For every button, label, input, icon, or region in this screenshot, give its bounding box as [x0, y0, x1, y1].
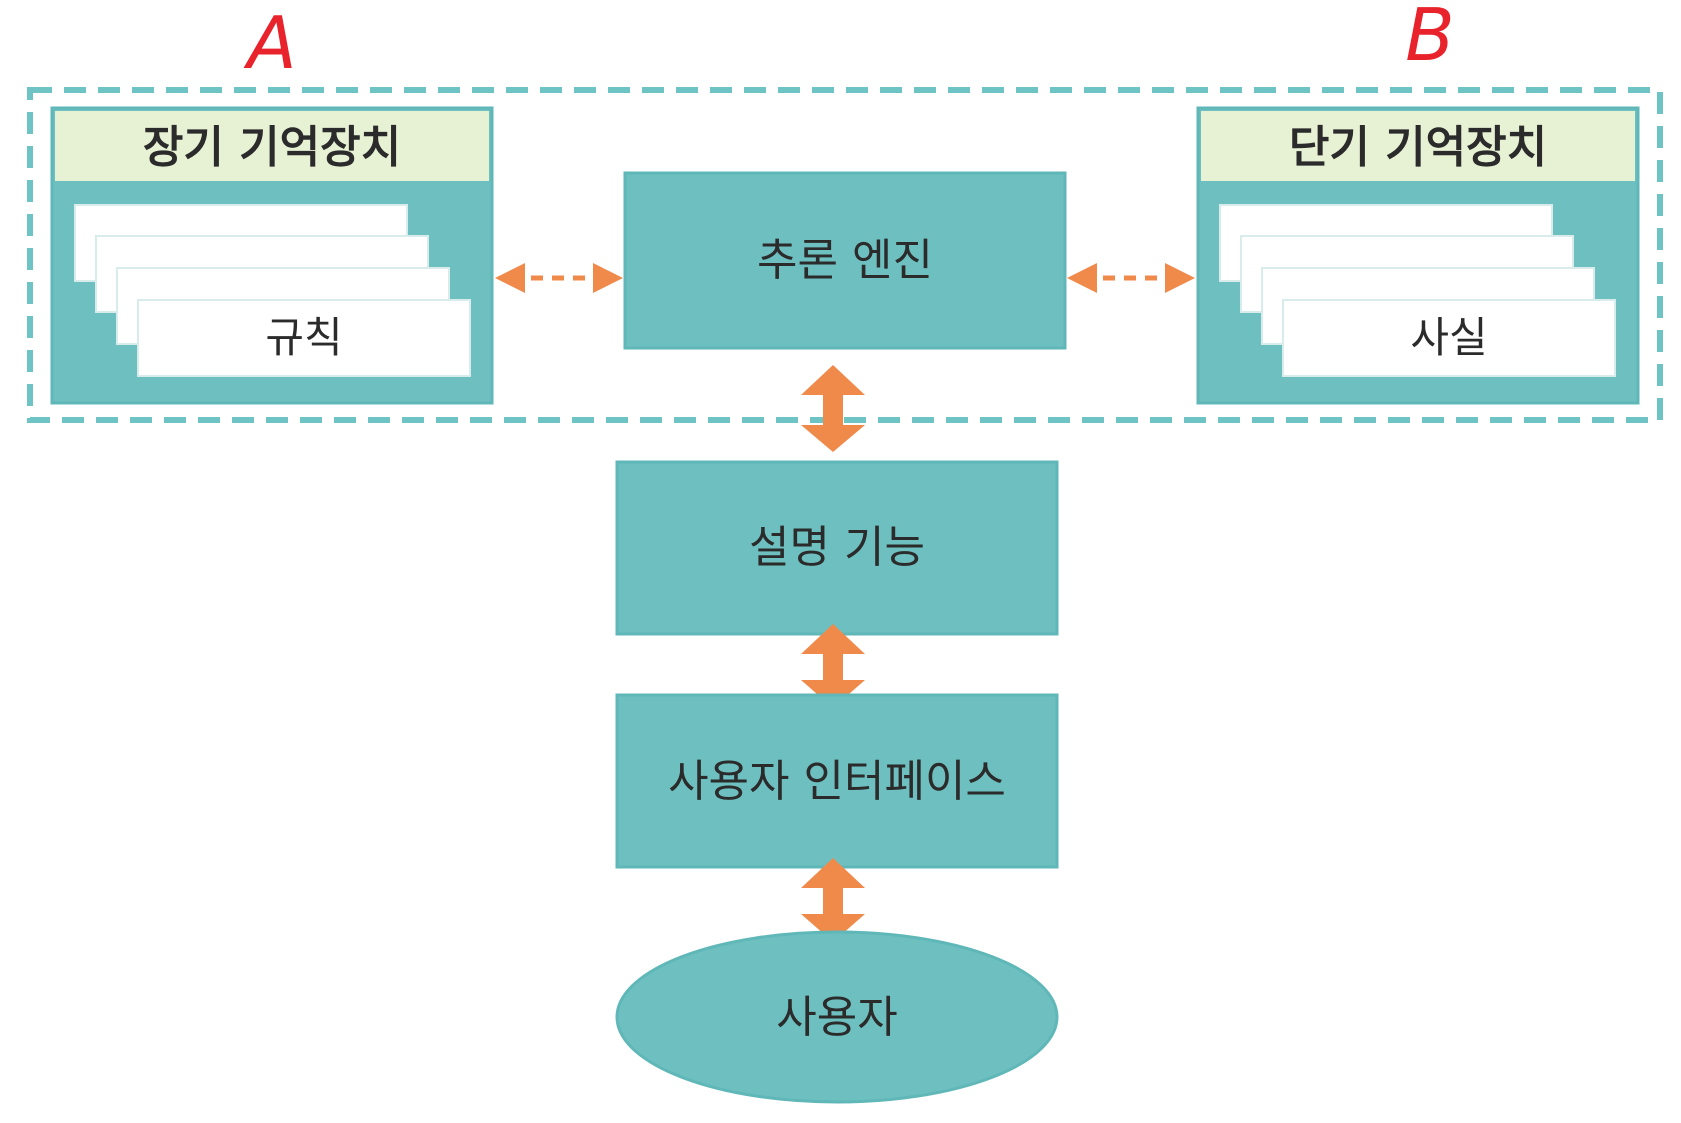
user-label: 사용자 [776, 992, 897, 1043]
arrow-explanation-to-ui [801, 624, 865, 708]
inference-engine-label: 추론 엔진 [757, 235, 933, 286]
rule-card-label: 규칙 [265, 313, 342, 362]
user-ellipse [615, 930, 1059, 1104]
explanation-box [615, 460, 1059, 636]
explanation-label: 설명 기능 [749, 522, 925, 573]
short-term-memory-panel: 단기 기억장치 사실 [1196, 106, 1640, 405]
short-term-memory-header [1201, 111, 1635, 181]
user-interface-box [615, 693, 1059, 869]
arrow-engine-to-explanation [801, 365, 865, 452]
short-term-memory-title: 단기 기억장치 [1289, 122, 1547, 173]
long-term-memory-panel: 장기 기억장치 규칙 [50, 106, 494, 405]
fact-card-front [1282, 299, 1616, 377]
user-interface-label: 사용자 인터페이스 [668, 756, 1006, 807]
annotation-a: A [243, 1, 296, 85]
long-term-memory-header [55, 111, 489, 181]
fact-card-label: 사실 [1410, 313, 1487, 362]
arrow-ui-to-user [801, 858, 865, 942]
knowledge-base-boundary [27, 87, 1663, 423]
inference-engine-box [623, 171, 1067, 350]
long-term-memory-title: 장기 기억장치 [143, 122, 401, 173]
rule-card-front [137, 299, 471, 377]
annotation-b: B [1405, 0, 1454, 77]
